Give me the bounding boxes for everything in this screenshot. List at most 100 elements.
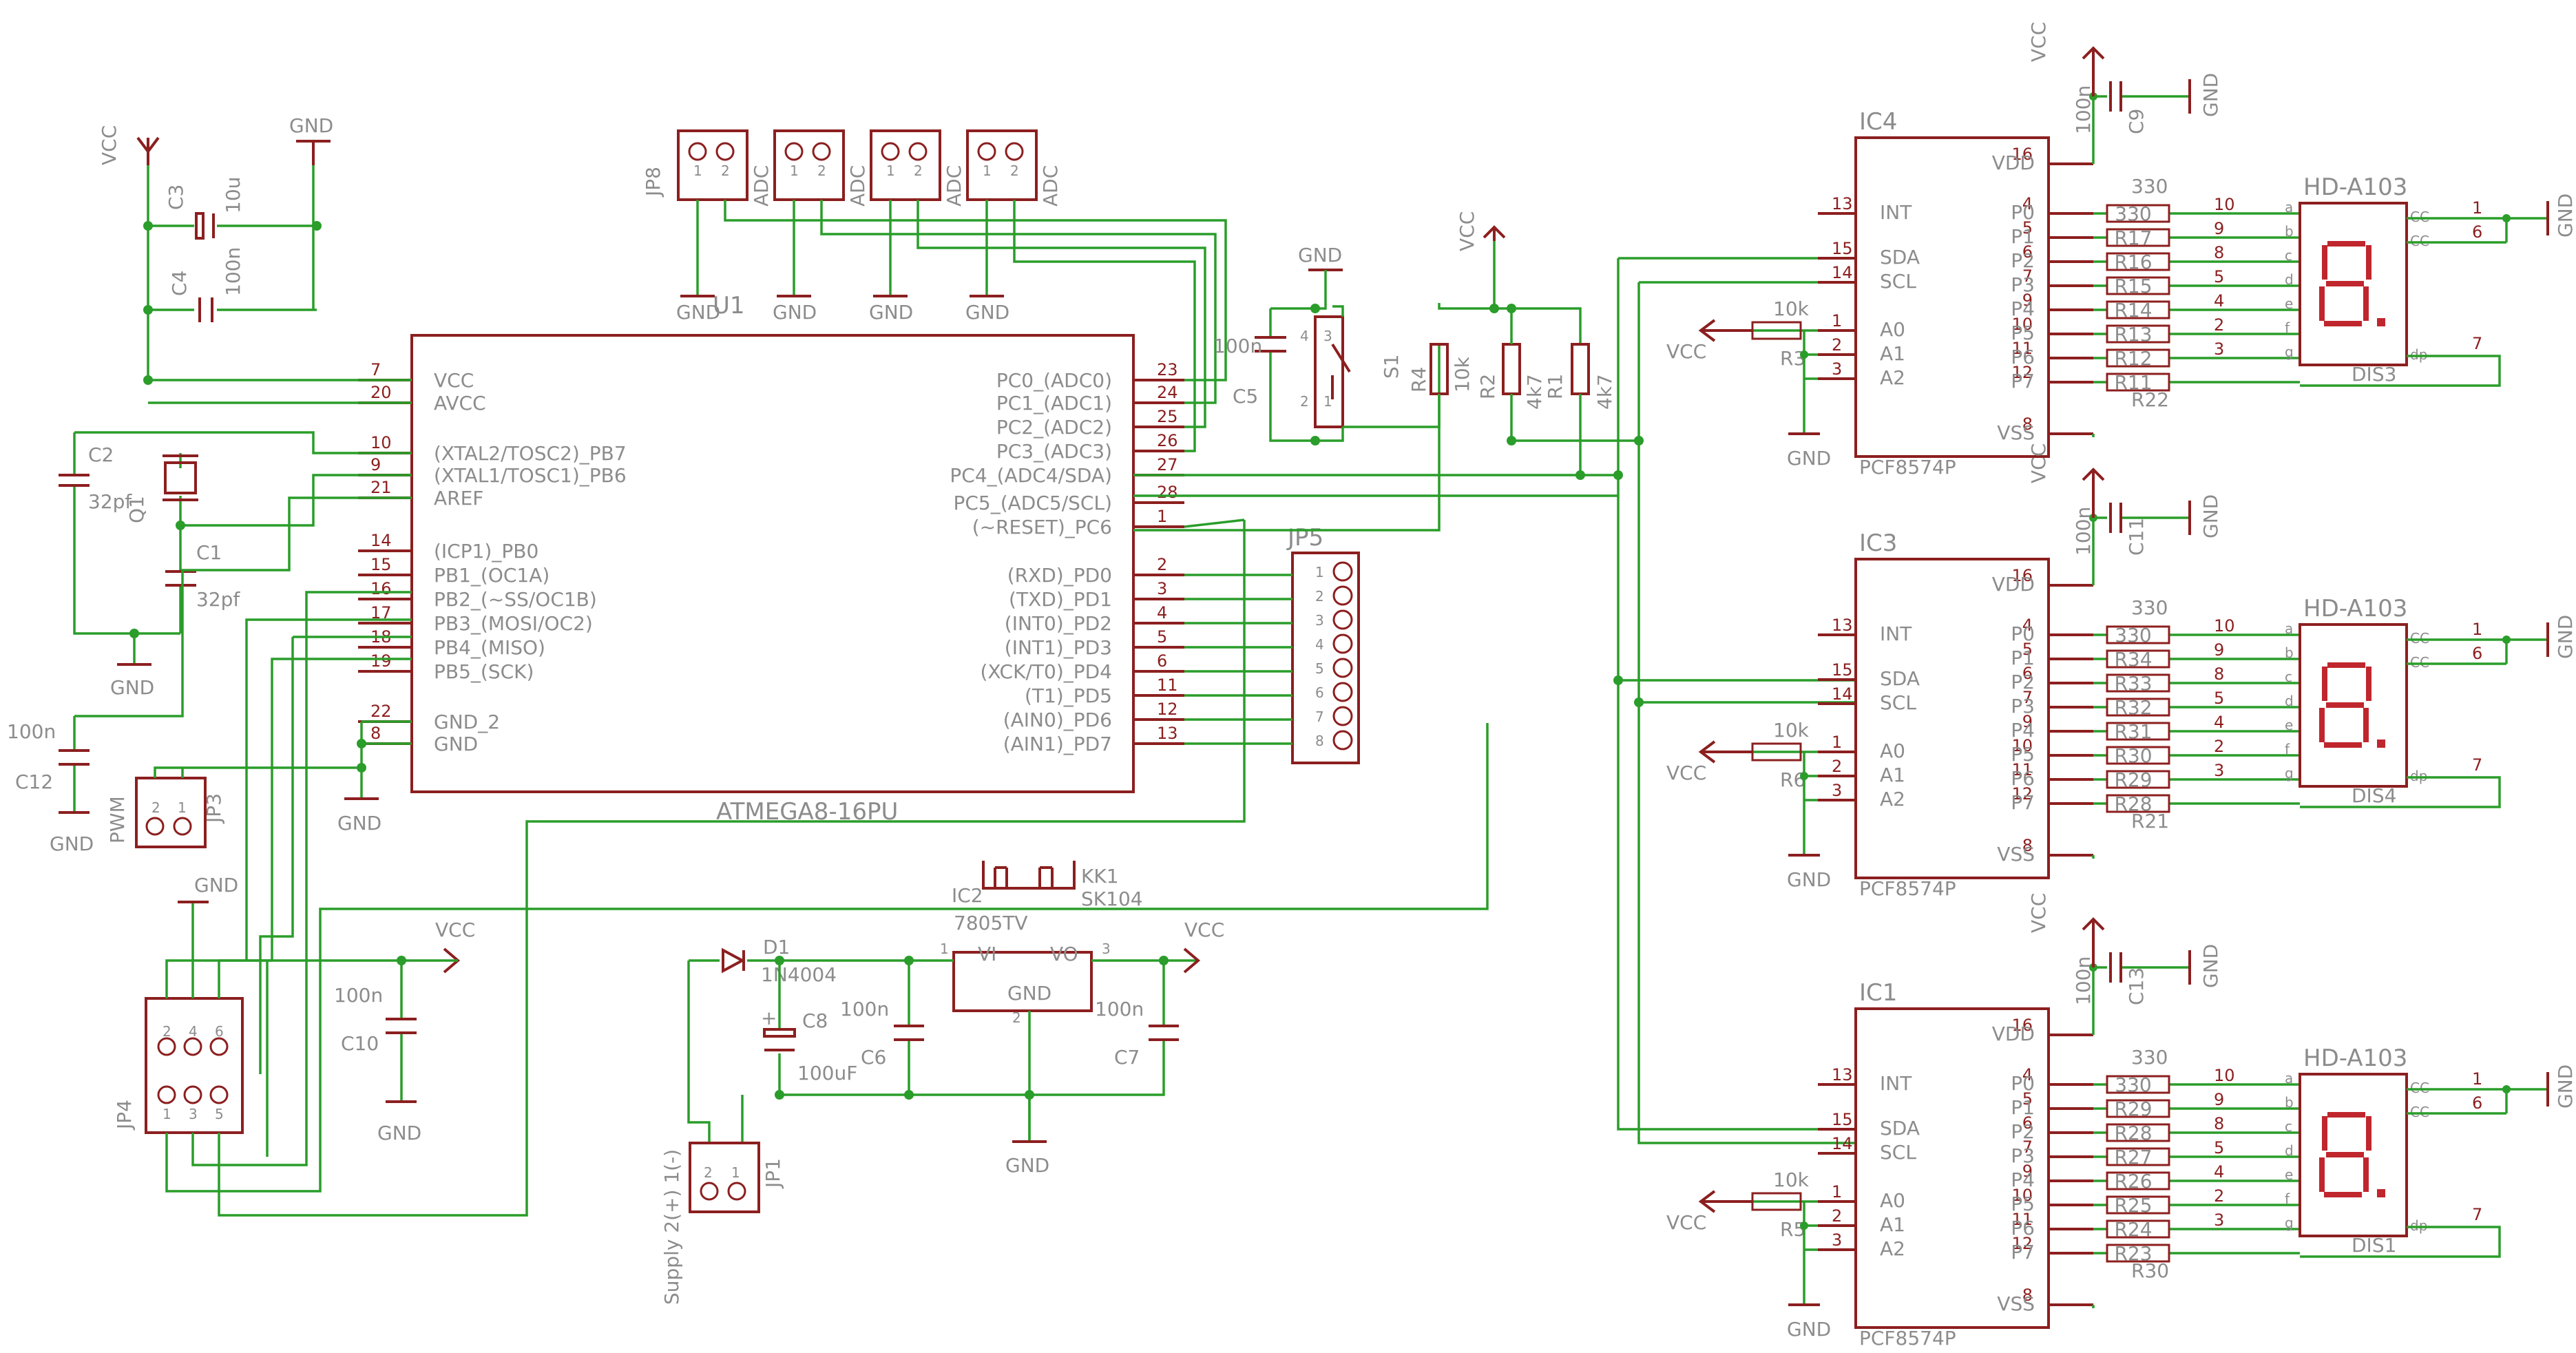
reg-vo: VO — [1050, 943, 1078, 965]
svg-text:5: 5 — [1315, 660, 1324, 677]
expander-value: PCF8574P — [1859, 456, 1956, 479]
mcu-pin-number: 7 — [370, 360, 381, 379]
mcu-ref: U1 — [713, 292, 745, 319]
svg-text:P7: P7 — [2011, 1241, 2035, 1263]
svg-text:f: f — [2285, 1191, 2290, 1207]
svg-text:2: 2 — [163, 1023, 171, 1040]
reg-gnd: GND — [1007, 982, 1051, 1005]
svg-text:P7: P7 — [2011, 370, 2035, 392]
svg-text:5: 5 — [2214, 267, 2224, 286]
svg-text:A0: A0 — [1880, 740, 1905, 762]
svg-text:R25: R25 — [2114, 1194, 2152, 1217]
svg-text:R28: R28 — [2114, 793, 2152, 815]
svg-text:R34: R34 — [2114, 648, 2152, 671]
gnd-label-4: GND — [337, 812, 381, 835]
svg-text:1: 1 — [2472, 198, 2482, 218]
mcu-pin-name: GND — [434, 733, 478, 755]
svg-text:VDD: VDD — [1992, 151, 2035, 174]
svg-text:2: 2 — [1300, 393, 1309, 410]
svg-text:R11: R11 — [2114, 371, 2152, 394]
svg-text:R17: R17 — [2114, 227, 2152, 249]
jp5-body — [1291, 552, 1360, 764]
svg-text:3: 3 — [1832, 359, 1842, 379]
svg-text:SCL: SCL — [1880, 691, 1916, 714]
svg-text:2: 2 — [1832, 335, 1842, 355]
adc-header-body — [870, 129, 941, 201]
expander-value: PCF8574P — [1859, 877, 1956, 900]
c12-value: 100n — [7, 720, 56, 743]
svg-text:b: b — [2285, 644, 2294, 661]
mcu-pin-number: 19 — [370, 651, 392, 671]
c10-ref: C10 — [341, 1032, 379, 1055]
mcu-pin-name: PC0_(ADC0) — [996, 369, 1112, 392]
mcu-pin-number: 4 — [1157, 603, 1167, 622]
svg-text:P5: P5 — [2011, 743, 2035, 766]
svg-text:P7: P7 — [2011, 791, 2035, 814]
svg-text:2: 2 — [1832, 1206, 1842, 1226]
r1-value: 4k7 — [1593, 374, 1616, 410]
svg-text:5: 5 — [2214, 1138, 2224, 1157]
svg-text:8: 8 — [2022, 415, 2033, 434]
display-model: HD-A103 — [2303, 595, 2407, 622]
mcu-pin-name: (INT1)_PD3 — [1005, 636, 1112, 659]
svg-text:g: g — [2285, 344, 2294, 360]
c6-ref: C6 — [861, 1046, 886, 1069]
gnd-label: GND — [676, 301, 720, 324]
svg-text:3: 3 — [189, 1106, 198, 1122]
r2-ref: R2 — [1476, 374, 1499, 399]
svg-text:1: 1 — [163, 1106, 171, 1122]
svg-text:R31: R31 — [2114, 720, 2152, 743]
svg-text:P5: P5 — [2011, 1193, 2035, 1215]
expander-body — [1854, 136, 2050, 458]
svg-text:d: d — [2285, 271, 2294, 288]
svg-text:e: e — [2285, 1166, 2293, 1183]
svg-text:P3: P3 — [2011, 1144, 2035, 1167]
svg-text:P0: P0 — [2011, 622, 2035, 645]
svg-text:g: g — [2285, 1215, 2294, 1231]
adc-label: ADC — [943, 165, 965, 207]
svg-text:CC: CC — [2410, 654, 2429, 671]
svg-text:P3: P3 — [2011, 273, 2035, 296]
s1-ref: S1 — [1380, 354, 1403, 379]
jp8-ref: JP8 — [642, 167, 664, 198]
mcu-pin-name: PB5_(SCK) — [434, 660, 534, 683]
svg-text:9: 9 — [2214, 219, 2224, 238]
heatsink-value: SK104 — [1081, 888, 1143, 910]
c8-value: 100uF — [797, 1062, 857, 1084]
mcu-pin-number: 16 — [370, 579, 392, 598]
svg-text:6: 6 — [2472, 1093, 2482, 1113]
jp4-body — [145, 997, 244, 1134]
svg-text:330: 330 — [2131, 1046, 2168, 1069]
gnd-label-8: GND — [1005, 1154, 1049, 1177]
gnd-label: GND — [869, 301, 913, 324]
svg-text:P2: P2 — [2011, 249, 2035, 272]
r4-value: 10k — [1451, 356, 1474, 392]
vcc-label-1: VCC — [98, 125, 121, 165]
svg-text:6: 6 — [1315, 684, 1324, 701]
svg-text:R16: R16 — [2114, 251, 2152, 273]
svg-text:P0: P0 — [2011, 201, 2035, 224]
jp1-body — [689, 1142, 760, 1213]
svg-text:1: 1 — [1832, 1182, 1842, 1202]
display-ref: DIS4 — [2352, 784, 2396, 807]
svg-text:A2: A2 — [1880, 788, 1905, 810]
mcu-pin-name: PC5_(ADC5/SCL) — [953, 492, 1112, 514]
svg-text:GND: GND — [1787, 447, 1831, 470]
svg-text:P6: P6 — [2011, 767, 2035, 790]
svg-text:R21: R21 — [2131, 810, 2169, 832]
mcu-pin-number: 28 — [1157, 483, 1178, 502]
svg-text:P4: P4 — [2011, 1168, 2035, 1191]
svg-text:12: 12 — [2011, 1234, 2033, 1253]
svg-text:8: 8 — [2214, 664, 2224, 684]
svg-text:A1: A1 — [1880, 764, 1905, 786]
mcu-pin-name: AVCC — [434, 392, 486, 415]
svg-text:VSS: VSS — [1997, 1292, 2035, 1315]
expander-ref: IC4 — [1859, 108, 1897, 136]
mcu-pin-name: (XTAL2/TOSC2)_PB7 — [434, 442, 627, 465]
svg-text:R33: R33 — [2114, 672, 2152, 695]
svg-text:5: 5 — [2022, 1089, 2033, 1109]
regulator-body — [952, 951, 1093, 1012]
svg-text:dp: dp — [2410, 768, 2427, 784]
svg-text:2: 2 — [704, 1164, 713, 1181]
